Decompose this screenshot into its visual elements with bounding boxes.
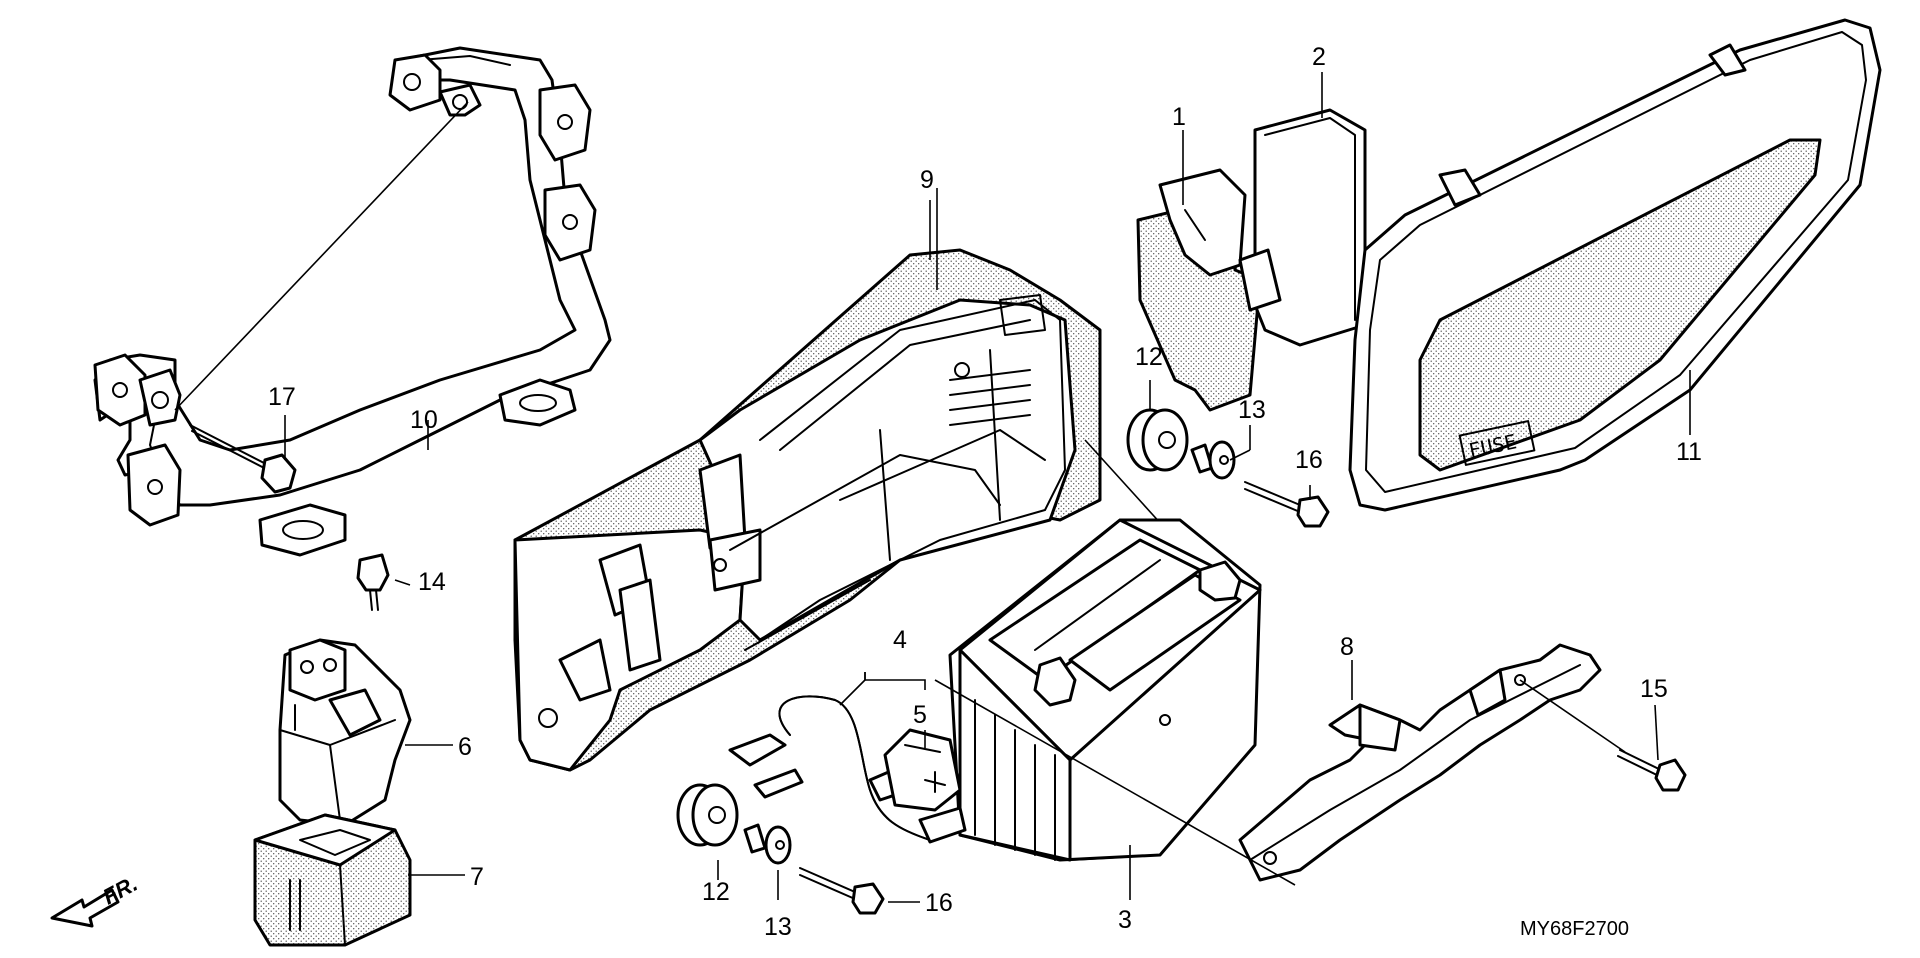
callout-2: 2	[1312, 43, 1326, 71]
callout-16-upper: 16	[1295, 446, 1323, 474]
fuse-cover-block	[1238, 108, 1367, 347]
fuse-box-lid: FUSE	[1348, 18, 1882, 512]
screw-14	[356, 553, 390, 611]
collar-13-upper	[1190, 440, 1236, 480]
grommet-12-upper	[1126, 408, 1189, 472]
callout-3: 3	[1118, 906, 1132, 934]
grommet-12-lower	[676, 783, 739, 847]
callout-5: 5	[913, 701, 927, 729]
callout-9: 9	[920, 166, 934, 194]
callout-8: 8	[1340, 633, 1354, 661]
terminal-cover	[883, 728, 962, 812]
relay-holder	[253, 813, 412, 947]
callout-13-lower: 13	[764, 913, 792, 941]
callout-12-upper: 12	[1135, 343, 1163, 371]
front-direction-arrow: FR.	[50, 871, 142, 928]
frame-bracket	[93, 46, 612, 557]
callout-1: 1	[1172, 103, 1186, 131]
bolt-15	[1617, 749, 1687, 792]
battery	[948, 518, 1262, 862]
callout-labels: 1 2 3 4 5 6 7 8 9 10 11 12 12 13 13 14 1…	[268, 43, 1702, 941]
callout-12-lower: 12	[702, 878, 730, 906]
battery-box	[513, 248, 1102, 772]
callout-14: 14	[418, 568, 446, 596]
callout-16-lower: 16	[925, 889, 953, 917]
bolt-17	[189, 424, 297, 494]
callout-4: 4	[893, 626, 907, 654]
callout-11: 11	[1676, 438, 1702, 466]
callout-17: 17	[268, 383, 296, 411]
callout-13-upper: 13	[1238, 396, 1266, 424]
callout-6: 6	[458, 733, 472, 761]
callout-15: 15	[1640, 675, 1668, 703]
diagram-code: MY68F2700	[1520, 918, 1629, 940]
starter-relay	[278, 638, 412, 827]
callout-7: 7	[470, 863, 484, 891]
callout-leaders	[284, 72, 1691, 903]
collar-13-lower	[743, 823, 792, 865]
bolt-16-upper	[1244, 481, 1330, 528]
fuse-box-component	[1136, 168, 1262, 412]
bolt-16-lower	[799, 867, 885, 915]
callout-10: 10	[410, 406, 438, 434]
battery-holder-bracket	[1238, 643, 1602, 882]
